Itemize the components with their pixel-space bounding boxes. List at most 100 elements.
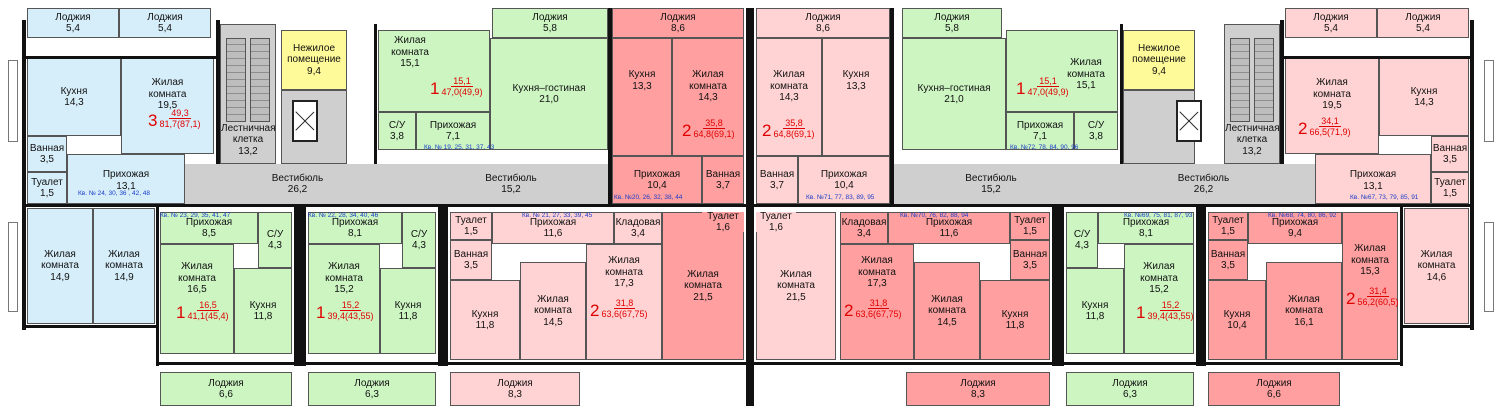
apartment-numbers: Кв. №70, 76, 82, 88, 94 (900, 212, 969, 219)
wall (22, 20, 26, 330)
apartment-numbers: Кв. № 19, 25, 31, 37, 43 (424, 144, 495, 151)
wall (1282, 56, 1472, 59)
apartment-numbers: Кв. №67, 73, 79, 85, 91 (1350, 194, 1419, 201)
wall (22, 56, 218, 59)
wall (294, 206, 306, 366)
apartment-numbers: Кв. № 23, 29, 35, 41, 47 (160, 212, 231, 219)
wall (22, 204, 1474, 207)
stairs-icon (250, 38, 270, 122)
apartment-numbers: Кв. №68, 74, 80, 86, 92 (1268, 212, 1337, 219)
wall (1280, 20, 1284, 164)
wall (438, 206, 448, 366)
elevator-icon (292, 100, 318, 142)
wall (890, 8, 894, 204)
apartment-numbers: Кв. №20, 26, 32, 38, 44 (614, 194, 683, 201)
wall (1120, 24, 1123, 164)
wall (746, 8, 754, 406)
window (1484, 60, 1494, 142)
apartment-numbers: Кв. № 22, 28, 34, 40, 46 (308, 212, 379, 219)
apartment-numbers: Кв. № 21, 27, 33, 39, 45 (522, 212, 593, 219)
wall (156, 206, 159, 366)
wall (1400, 325, 1474, 328)
wall (156, 362, 1402, 365)
apartment-numbers: Кв. №72, 78, 84, 90, 96 (1010, 144, 1079, 151)
apartment-numbers: Кв. №69, 75, 81, 87, 93 (1124, 212, 1193, 219)
wall (1196, 206, 1206, 366)
wall (608, 8, 612, 204)
